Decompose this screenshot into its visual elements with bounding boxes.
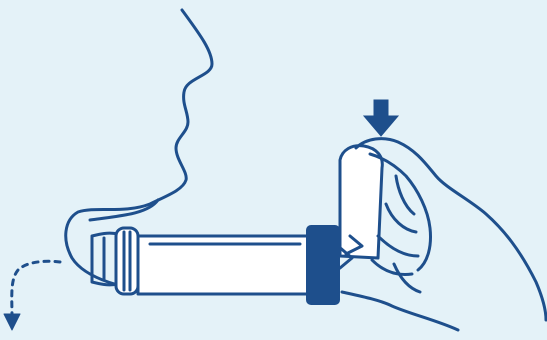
- dotted-airflow-arrow-icon: [4, 261, 60, 330]
- spacer-collar: [116, 228, 138, 294]
- inhaler-canister: [340, 146, 382, 258]
- spacer-end-cap: [307, 226, 339, 304]
- press-down-arrow-icon: [364, 100, 398, 136]
- hand: [356, 139, 546, 320]
